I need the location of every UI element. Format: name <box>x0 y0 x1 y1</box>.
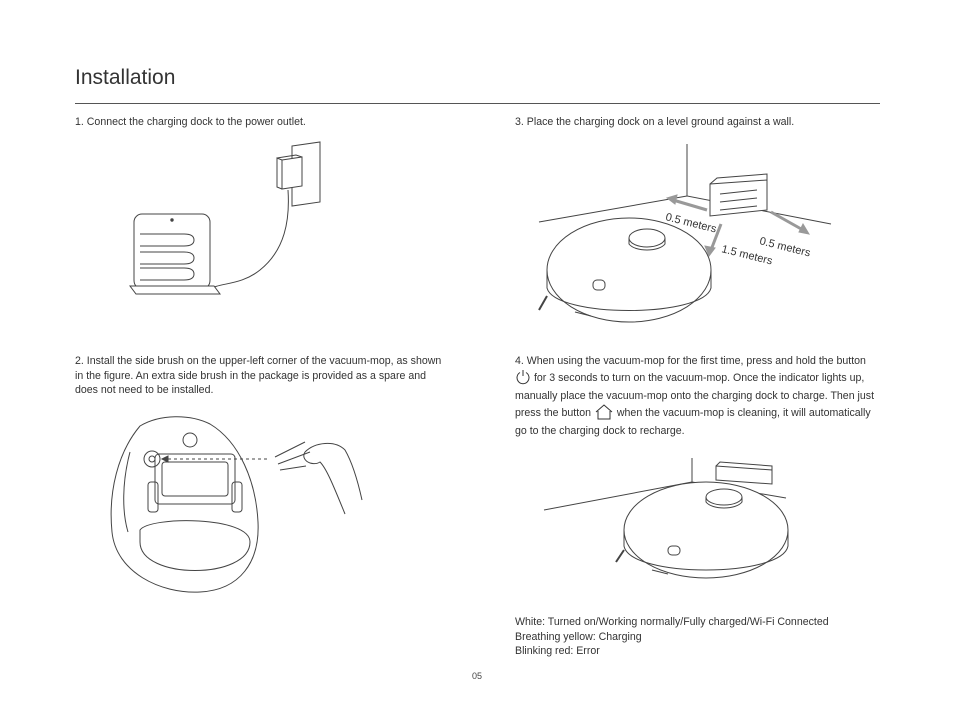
power-icon <box>515 369 531 390</box>
title-divider <box>75 103 880 104</box>
home-icon <box>594 404 614 425</box>
step-4-text-part3: when the vacuum-mop is cleaning, it will… <box>515 406 871 438</box>
step-2-text: 2. Install the side brush on the upper-l… <box>75 355 442 397</box>
step-4-text: 4. When using the vacuum-mop for the fir… <box>515 354 880 439</box>
figure-dock-power-outlet <box>120 140 350 310</box>
indicator-legend: White: Turned on/Working normally/Fully … <box>515 615 829 659</box>
step-1-text: 1. Connect the charging dock to the powe… <box>75 116 306 128</box>
legend-item-breathing-yellow: Breathing yellow: Charging <box>515 630 642 643</box>
figure-side-brush-install <box>100 412 370 602</box>
figure-dock-clearance: 0.5 meters 0.5 meters 1.5 meters <box>535 140 835 345</box>
legend-item-white: White: Turned on/Working normally/Fully … <box>515 616 829 628</box>
step-4-text-part1: 4. When using the vacuum-mop for the fir… <box>515 355 866 367</box>
step-3-text: 3. Place the charging dock on a level gr… <box>515 116 795 128</box>
figure-robot-docked <box>540 452 790 607</box>
step-4-text-part2: for 3 seconds to turn on the vacuum-mop.… <box>515 371 875 419</box>
page-title: Installation <box>75 66 176 89</box>
page-number: 05 <box>471 671 482 681</box>
legend-item-blinking-red: Blinking red: Error <box>515 645 600 658</box>
